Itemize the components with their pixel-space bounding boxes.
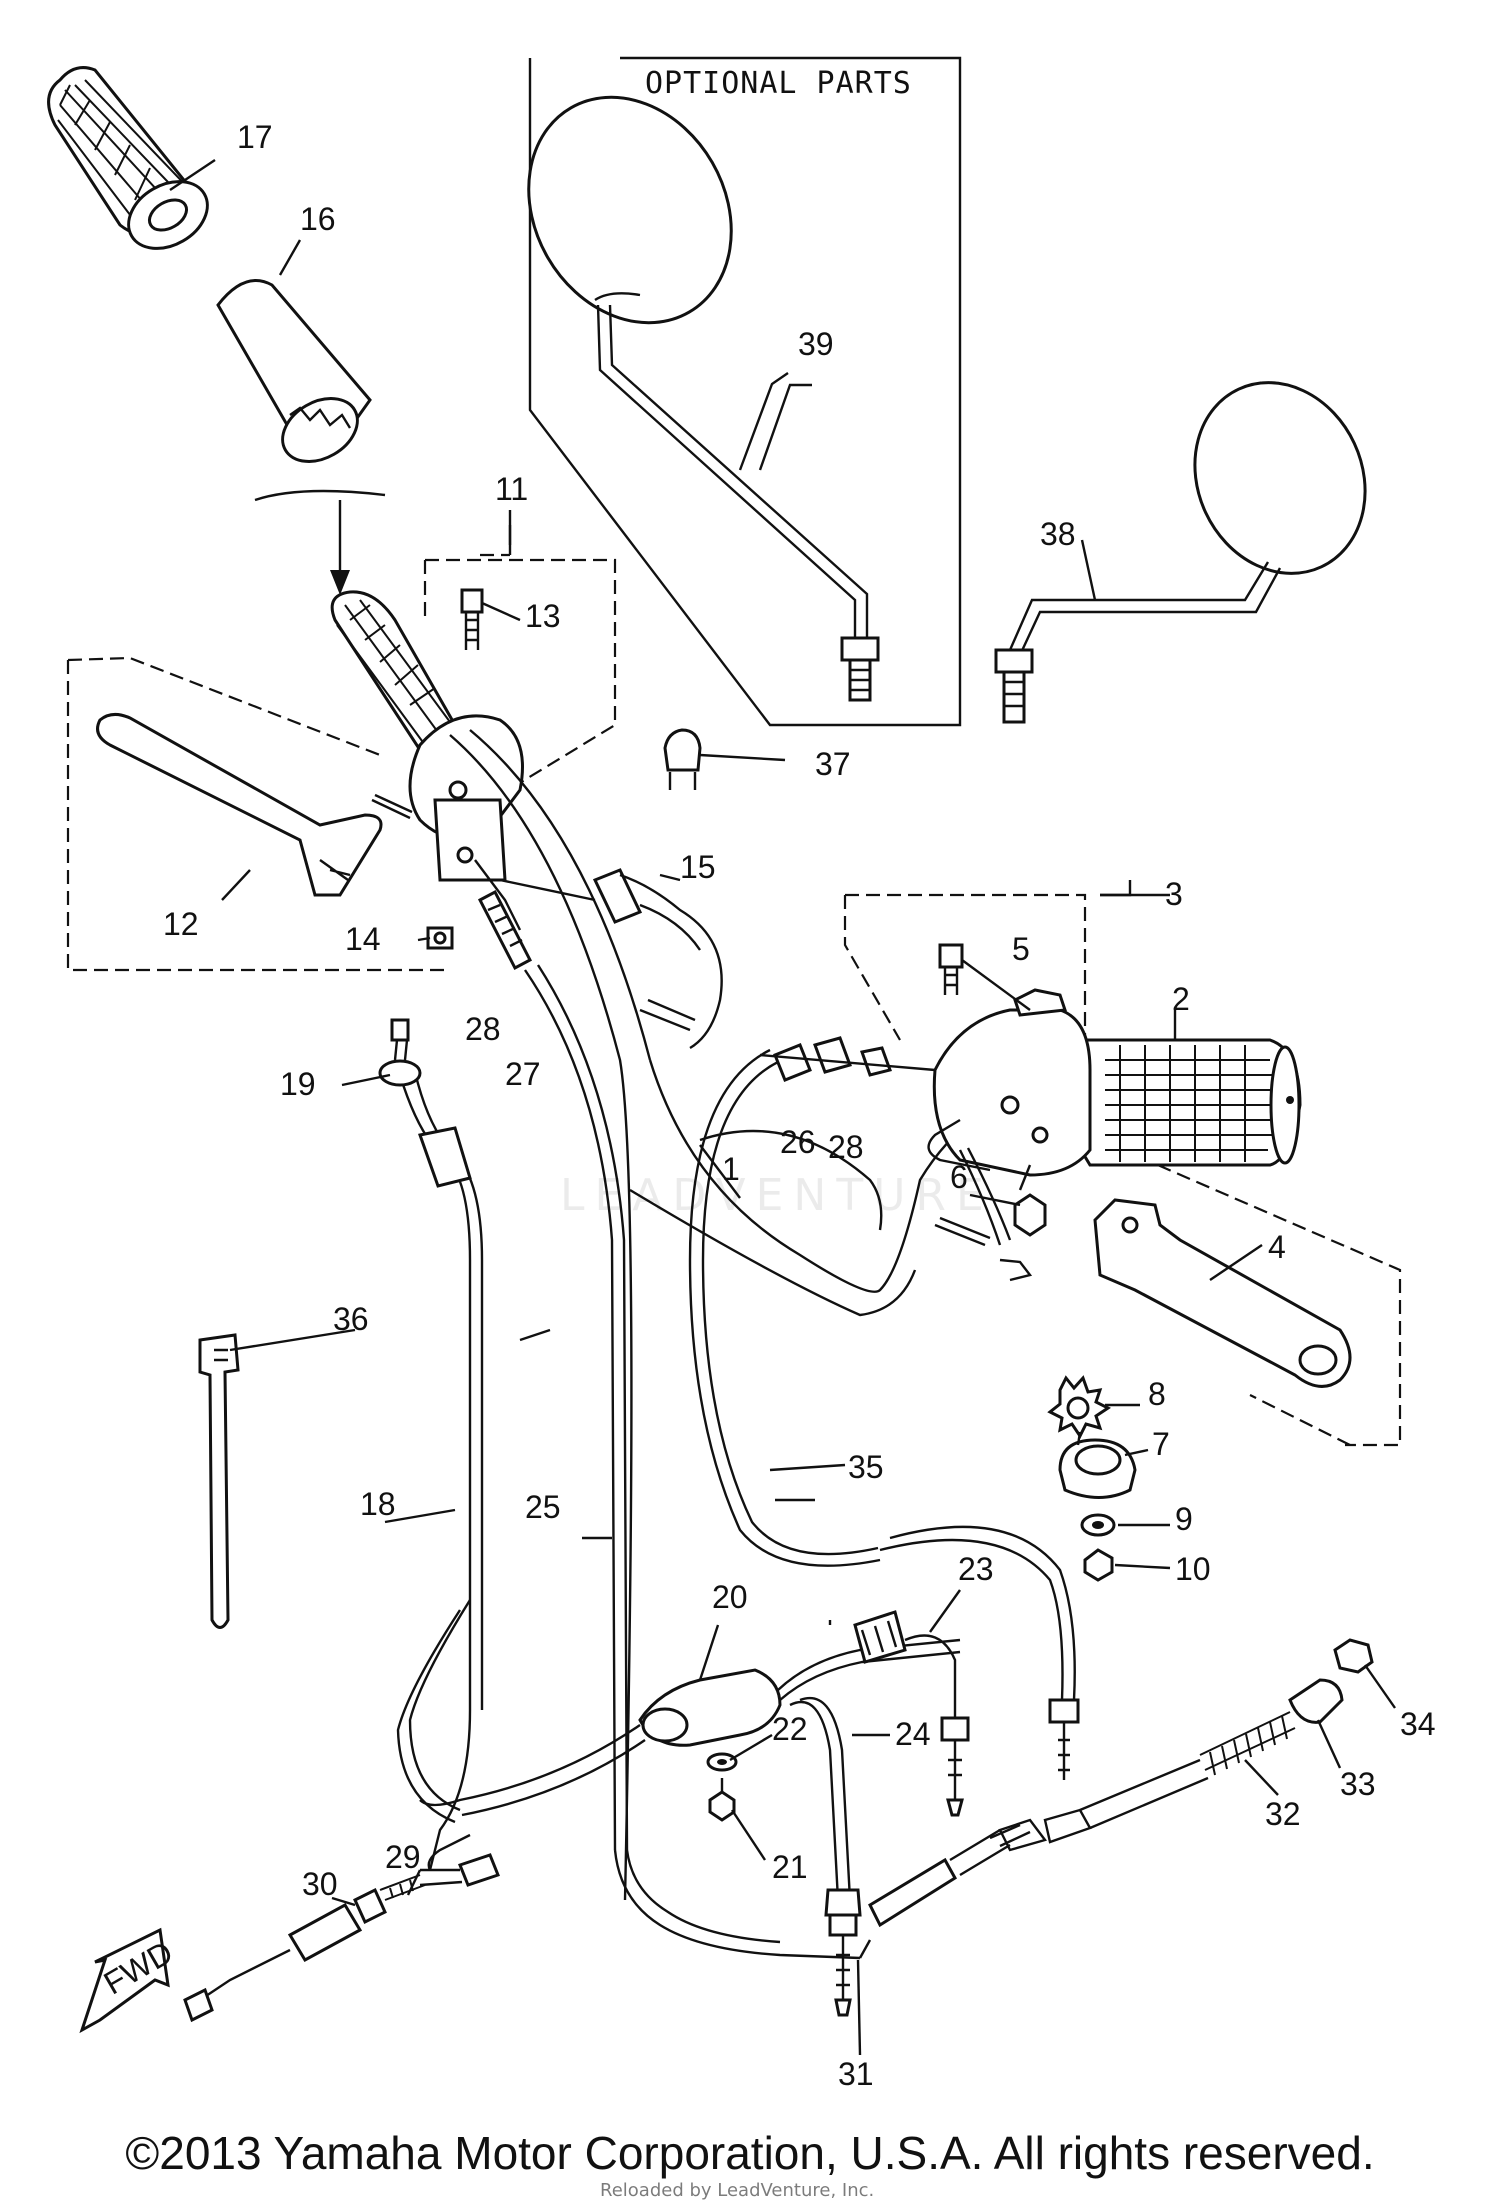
copyright-notice: ©2013 Yamaha Motor Corporation, U.S.A. A…	[125, 2127, 1375, 2179]
callouts: 1 2 3 4 5 6 7 8 9 10 11 12 13 14 15 16 1…	[163, 119, 1436, 2092]
callout-39: 39	[798, 326, 834, 362]
cable-end-23	[1048, 1698, 1080, 1780]
callout-3: 3	[1165, 876, 1183, 912]
right-switch-wire	[934, 1147, 1033, 1282]
lever-12	[96, 713, 383, 897]
junction-20	[419, 1638, 961, 1901]
small-screw	[371, 793, 413, 820]
cable-32	[868, 1711, 1296, 1928]
fwd-arrow: FWD	[79, 1927, 179, 2034]
adjuster-26-28	[759, 1036, 936, 1082]
callout-28-left: 28	[465, 1011, 501, 1047]
callout-20: 20	[712, 1579, 748, 1615]
callout-29: 29	[385, 1839, 421, 1875]
bolt-13	[460, 588, 484, 650]
cover-7	[1058, 1431, 1137, 1499]
bolt-5	[938, 943, 964, 995]
mirror-39	[527, 95, 880, 702]
callout-17: 17	[237, 119, 273, 155]
wire-15	[499, 868, 723, 1050]
callout-37: 37	[815, 746, 851, 782]
callout-24: 24	[895, 1716, 931, 1752]
watermark-brand: LEADVENTURE	[560, 1170, 994, 1221]
cable-31	[613, 1849, 872, 1960]
callout-10: 10	[1175, 1551, 1211, 1587]
callout-25: 25	[525, 1489, 561, 1525]
optional-parts-label: OPTIONAL PARTS	[645, 66, 912, 101]
nut-10	[1083, 1548, 1114, 1582]
callout-38: 38	[1040, 516, 1076, 552]
callout-27: 27	[505, 1056, 541, 1092]
callout-33: 33	[1340, 1766, 1376, 1802]
callout-18: 18	[360, 1486, 396, 1522]
mirror-38	[994, 381, 1367, 724]
callout-15: 15	[680, 849, 716, 885]
cable-29	[379, 1853, 500, 1901]
callout-4: 4	[1268, 1229, 1286, 1265]
callout-30: 30	[302, 1866, 338, 1902]
cable-35	[688, 1048, 1076, 1701]
callout-9: 9	[1175, 1501, 1193, 1537]
cap-37	[663, 728, 702, 790]
screw-21	[708, 1778, 736, 1822]
callout-31: 31	[838, 2056, 874, 2092]
lever-4	[1093, 1198, 1352, 1388]
cable-23	[853, 1610, 970, 1817]
callout-26: 26	[780, 1124, 816, 1160]
callout-7: 7	[1152, 1426, 1170, 1462]
strap-36	[198, 1333, 240, 1629]
cable-18	[398, 1071, 484, 1871]
grip-17	[47, 66, 209, 250]
star-washer-8	[1047, 1375, 1111, 1439]
adjuster-30	[183, 1887, 387, 2023]
cable-24	[824, 1888, 862, 2017]
washer-9	[1080, 1513, 1116, 1537]
callout-2: 2	[1172, 981, 1190, 1017]
callout-32: 32	[1265, 1796, 1301, 1832]
callout-8: 8	[1148, 1376, 1166, 1412]
callout-36: 36	[333, 1301, 369, 1337]
callout-6: 6	[950, 1159, 968, 1195]
optional-parts-box: OPTIONAL PARTS	[528, 56, 962, 727]
callout-11: 11	[495, 471, 528, 507]
end-33	[1288, 1678, 1344, 1724]
leader-lines	[169, 159, 1396, 2056]
callout-35: 35	[848, 1449, 884, 1485]
callout-23: 23	[958, 1551, 994, 1587]
cable-25	[427, 964, 629, 1871]
callout-13: 13	[525, 598, 561, 634]
nut-14	[426, 926, 454, 950]
left-grip-installed	[330, 590, 457, 753]
callout-12: 12	[163, 906, 199, 942]
callout-28-right: 28	[828, 1129, 864, 1165]
callout-14: 14	[345, 921, 381, 957]
callout-22: 22	[772, 1711, 808, 1747]
lever-holder-right	[927, 988, 1092, 1177]
callout-1: 1	[722, 1151, 740, 1187]
throttle-tube-16	[216, 279, 372, 463]
adjuster-27-28	[477, 889, 533, 971]
callout-21: 21	[772, 1849, 808, 1885]
nut-34	[1333, 1638, 1374, 1674]
lever-holder-left	[408, 714, 524, 931]
right-grip-2	[1073, 1038, 1302, 1167]
callout-19: 19	[280, 1066, 316, 1102]
assembly-arrow	[254, 489, 386, 595]
washer-22	[706, 1752, 738, 1772]
callout-16: 16	[300, 201, 336, 237]
watermark-footer: Reloaded by LeadVenture, Inc.	[600, 2180, 875, 2201]
nut-6	[1013, 1164, 1047, 1237]
callout-34: 34	[1400, 1706, 1436, 1742]
fitting-19	[378, 1018, 422, 1087]
callout-5: 5	[1012, 931, 1030, 967]
cable-18-loop	[396, 1599, 472, 1824]
